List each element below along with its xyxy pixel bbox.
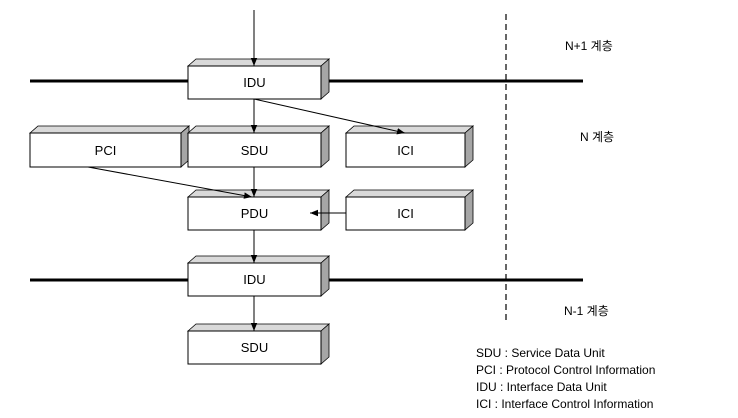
arrow-idu-top-to-ici (253, 98, 406, 135)
box-sdu-bottom-label: SDU (241, 340, 268, 355)
box-sdu-mid-label: SDU (241, 143, 268, 158)
box-idu-top: IDU (186, 58, 331, 100)
layer-label-upper: N+1 계층 (565, 39, 613, 53)
legend-line: PCI : Protocol Control Information (476, 363, 655, 377)
box-sdu-mid: SDU (186, 125, 331, 168)
box-ici-mid: ICI (344, 189, 475, 231)
box-idu-bottom: IDU (186, 255, 331, 297)
legend-line: SDU : Service Data Unit (476, 346, 605, 360)
box-idu-bottom-label: IDU (243, 272, 265, 287)
legend-line: IDU : Interface Data Unit (476, 380, 607, 394)
box-pdu-label: PDU (241, 206, 268, 221)
layer-label-lower: N-1 계층 (564, 304, 609, 318)
box-sdu-bottom: SDU (186, 323, 331, 365)
arrow-pci-to-pdu (87, 166, 253, 199)
box-pci-label: PCI (95, 143, 117, 158)
box-ici-top: ICI (344, 125, 475, 168)
box-pdu: PDU (186, 189, 331, 231)
box-ici-mid-label: ICI (397, 206, 414, 221)
box-pci: PCI (28, 125, 191, 168)
layer-label-middle: N 계층 (580, 130, 614, 144)
box-idu-top-label: IDU (243, 75, 265, 90)
legend-line: ICI : Interface Control Information (476, 397, 653, 411)
box-ici-top-label: ICI (397, 143, 414, 158)
